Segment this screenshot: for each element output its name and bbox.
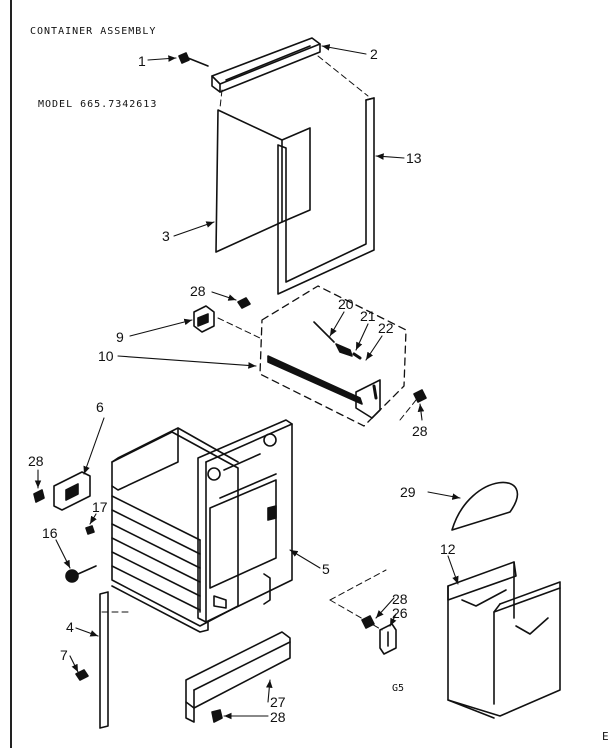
callout-10: 10	[98, 348, 114, 364]
callout-16: 16	[42, 525, 58, 541]
edge-mark: E	[602, 730, 608, 743]
callout-6: 6	[96, 399, 104, 415]
part-2-top-rail	[211, 37, 321, 93]
projection-lines	[101, 55, 421, 631]
part-3-panel	[215, 109, 311, 253]
callout-28-bottom: 28	[270, 709, 286, 725]
callout-2: 2	[370, 46, 378, 62]
callout-28-left: 28	[28, 453, 44, 469]
callout-21: 21	[360, 308, 376, 324]
part-29-cover	[451, 481, 518, 531]
diagram-title: CONTAINER ASSEMBLY	[30, 26, 157, 37]
part-7-screw	[75, 669, 89, 681]
part-26-latch	[379, 623, 397, 655]
callout-9: 9	[116, 329, 124, 345]
callout-12: 12	[440, 541, 456, 557]
callout-7: 7	[60, 647, 68, 663]
callout-28-top: 28	[190, 283, 206, 299]
callout-4: 4	[66, 619, 74, 635]
part-6-bracket	[53, 471, 91, 511]
part-16-knob	[65, 565, 97, 583]
callout-3: 3	[162, 228, 170, 244]
callout-numbers: 1 2 3 13 28 9 10 20 21 22 28 6 28 17 16 …	[28, 46, 456, 725]
leader-lines	[34, 44, 461, 720]
part-12-liner	[447, 561, 561, 719]
part-10-rod-assembly	[267, 321, 381, 419]
callout-29: 29	[400, 484, 416, 500]
screw-28-right	[413, 389, 427, 403]
callout-28-lower: 28	[392, 591, 408, 607]
part-1-screw	[178, 52, 209, 67]
diagram-code: G5	[392, 683, 405, 694]
page-margin-line	[10, 0, 12, 748]
screw-28-bottom	[211, 709, 223, 723]
screw-28-top	[237, 297, 251, 309]
part-27-rail	[185, 631, 291, 723]
part-13-frame	[277, 97, 375, 295]
part-4-strip	[99, 591, 109, 729]
callout-22: 22	[378, 320, 394, 336]
model-number: MODEL 665.7342613	[38, 99, 158, 110]
callout-13: 13	[406, 150, 422, 166]
part-5-housing	[111, 419, 293, 633]
part-10-group-outline	[259, 285, 407, 427]
callout-5: 5	[322, 561, 330, 577]
callout-20: 20	[338, 296, 354, 312]
part-9-bracket	[193, 305, 215, 333]
callout-1: 1	[138, 53, 146, 69]
callout-28-right: 28	[412, 423, 428, 439]
part-17-clip	[85, 525, 95, 535]
screw-28-left	[33, 489, 45, 503]
callout-27: 27	[270, 694, 286, 710]
screw-28-lower	[361, 615, 375, 629]
callout-17: 17	[92, 499, 108, 515]
callout-26: 26	[392, 605, 408, 621]
